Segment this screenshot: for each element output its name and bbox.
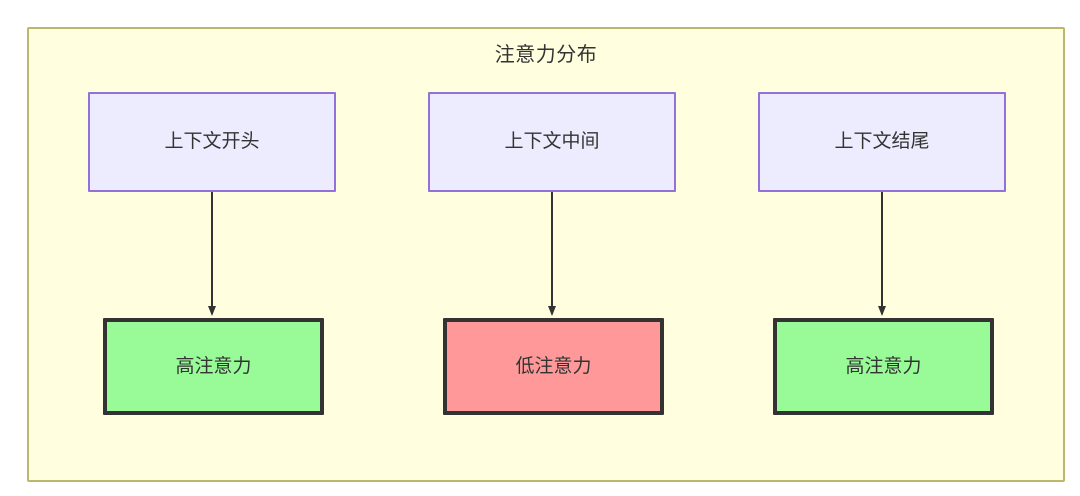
node-attention-high-start[interactable]: 高注意力 <box>103 318 324 415</box>
node-context-end[interactable]: 上下文结尾 <box>758 92 1006 192</box>
node-context-middle[interactable]: 上下文中间 <box>428 92 676 192</box>
subgraph-title: 注意力分布 <box>494 44 598 66</box>
node-attention-low-middle[interactable]: 低注意力 <box>443 318 664 415</box>
node-attention-high-end[interactable]: 高注意力 <box>773 318 994 415</box>
node-context-start[interactable]: 上下文开头 <box>88 92 336 192</box>
